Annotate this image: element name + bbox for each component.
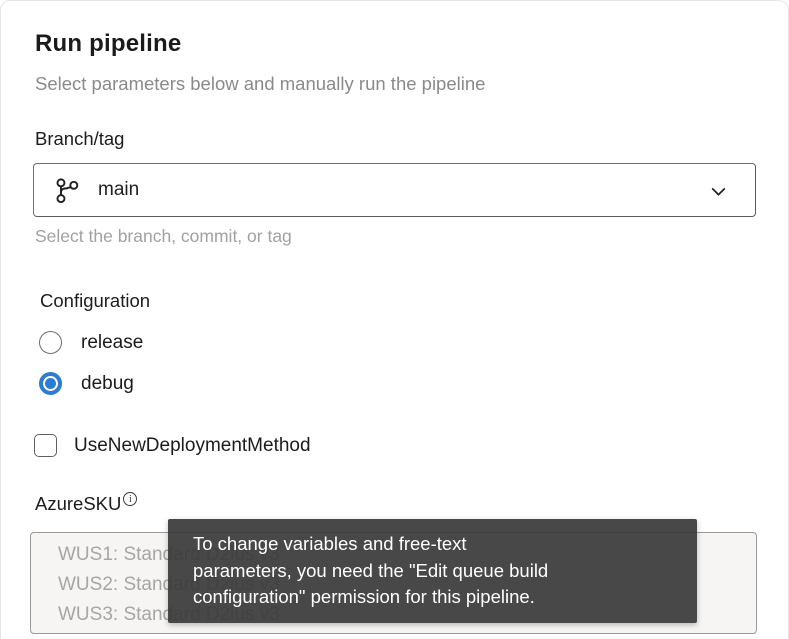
- radio-release-label: release: [81, 331, 144, 353]
- tooltip-line-3: configuration" permission for this pipel…: [193, 586, 535, 607]
- azure-sku-label-text: AzureSKU: [35, 493, 122, 514]
- radio-debug-circle[interactable]: [39, 372, 62, 395]
- git-branch-icon: [54, 177, 81, 204]
- branch-tag-label: Branch/tag: [35, 128, 125, 149]
- page-subtitle: Select parameters below and manually run…: [35, 73, 486, 94]
- branch-selector-combobox[interactable]: main: [33, 163, 756, 217]
- info-icon[interactable]: i: [123, 492, 138, 506]
- chevron-down-icon[interactable]: [708, 181, 729, 202]
- radio-release-circle[interactable]: [39, 331, 62, 354]
- checkbox-box[interactable]: [34, 434, 57, 457]
- branch-helper-text: Select the branch, commit, or tag: [35, 226, 292, 246]
- permission-tooltip: To change variables and free-text parame…: [168, 519, 697, 623]
- page-title: Run pipeline: [35, 30, 182, 57]
- configuration-label: Configuration: [40, 290, 151, 311]
- radio-release[interactable]: release: [39, 331, 143, 354]
- checkbox-label: UseNewDeploymentMethod: [74, 434, 311, 456]
- branch-selected-value: main: [98, 179, 140, 200]
- radio-debug-dot: [45, 378, 56, 389]
- tooltip-line-2: parameters, you need the "Edit queue bui…: [193, 559, 549, 581]
- radio-debug[interactable]: debug: [39, 372, 134, 395]
- checkbox-use-new-deployment-method[interactable]: UseNewDeploymentMethod: [34, 434, 311, 457]
- tooltip-line-1: To change variables and free-text: [193, 533, 467, 554]
- radio-debug-label: debug: [81, 372, 134, 394]
